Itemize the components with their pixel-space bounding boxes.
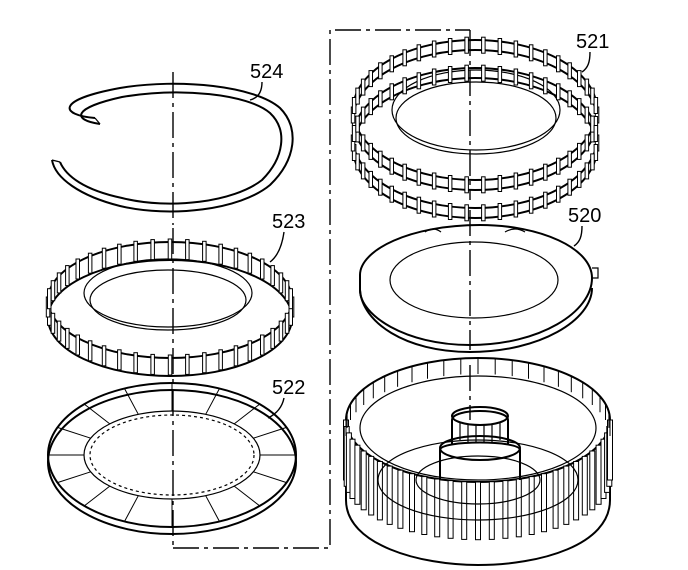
plate-523-teeth	[45, 238, 295, 376]
friction-segments	[48, 383, 296, 527]
backing-plate-523	[45, 228, 295, 385]
callout-524: 524	[249, 61, 283, 101]
plate-521-teeth	[350, 36, 600, 222]
callout-521: 521	[576, 31, 609, 73]
clutch-housing	[343, 357, 613, 567]
housing-hub	[439, 406, 521, 480]
wave-plate-520	[359, 210, 599, 354]
callout-label-522: 522	[272, 377, 305, 399]
assembly-path-line	[173, 29, 470, 549]
steel-plates-521	[350, 30, 600, 222]
snap-ring-524	[51, 72, 294, 225]
callout-label-520: 520	[568, 205, 601, 227]
callout-522: 522	[267, 377, 305, 419]
callout-label-521: 521	[576, 31, 609, 53]
callout-520: 520	[568, 205, 601, 247]
callout-label-524: 524	[250, 61, 283, 83]
callout-label-523: 523	[272, 211, 305, 233]
housing-slots	[343, 358, 613, 541]
callout-523: 523	[269, 211, 305, 263]
friction-plate-522	[47, 382, 297, 548]
